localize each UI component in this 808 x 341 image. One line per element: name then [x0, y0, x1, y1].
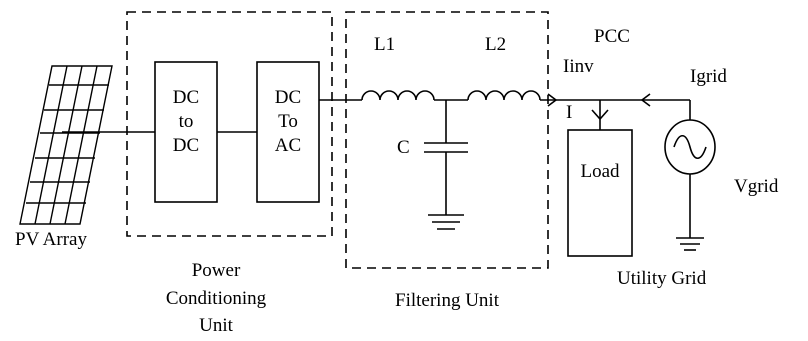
pv-array-label: PV Array — [15, 229, 87, 250]
igrid-label: Igrid — [690, 66, 727, 87]
dc-dc-line-3: DC — [173, 135, 199, 156]
current-arrow-iinv-icon — [547, 93, 558, 107]
inductor-l2-icon — [467, 90, 541, 101]
vgrid-label: Vgrid — [734, 176, 779, 197]
power-conditioning-label-3: Unit — [199, 315, 234, 336]
filtering-unit-label: Filtering Unit — [395, 290, 500, 311]
l1-label: L1 — [374, 34, 395, 55]
power-conditioning-label-2: Conditioning — [166, 288, 267, 309]
grid-ground-icon — [676, 237, 704, 251]
pv-array-icon — [19, 65, 113, 225]
utility-grid-label: Utility Grid — [617, 268, 707, 289]
dc-ac-inverter-box — [256, 61, 320, 203]
sine-wave-icon — [673, 134, 707, 160]
dc-ac-line-2: To — [278, 111, 298, 132]
current-arrow-load-icon — [591, 109, 609, 121]
current-arrow-igrid-icon — [640, 93, 651, 107]
dc-ac-line-3: AC — [275, 135, 301, 156]
filtering-unit-box — [345, 11, 549, 269]
power-conditioning-label-1: Power — [192, 260, 241, 281]
load-box — [567, 129, 633, 257]
ground-icon — [428, 214, 464, 230]
l2-label: L2 — [485, 34, 506, 55]
capacitor-icon — [424, 142, 468, 153]
load-label: Load — [580, 161, 620, 182]
i-label: I — [566, 102, 572, 123]
dc-dc-converter-box — [154, 61, 218, 203]
dc-ac-line-1: DC — [275, 87, 301, 108]
pcc-label: PCC — [594, 26, 630, 47]
inductor-l1-icon — [361, 90, 435, 101]
dc-dc-line-1: DC — [173, 87, 199, 108]
iinv-label: Iinv — [563, 56, 594, 77]
dc-dc-line-2: to — [179, 111, 194, 132]
power-conditioning-box — [126, 11, 333, 237]
c-label: C — [397, 137, 410, 158]
